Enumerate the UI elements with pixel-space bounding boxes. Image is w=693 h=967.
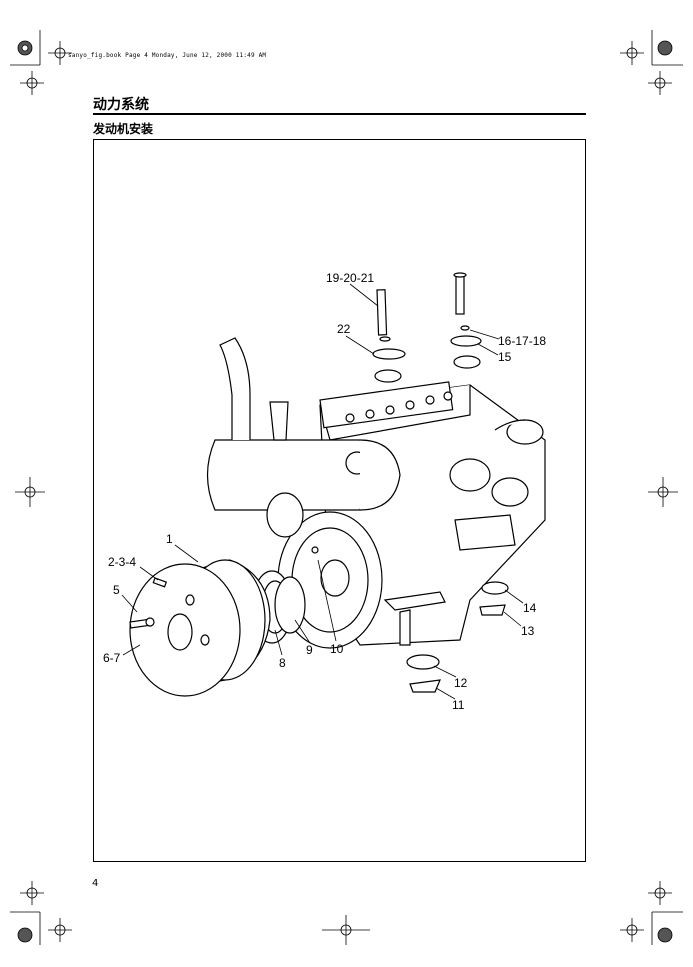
subsection-title: 发动机安装	[93, 122, 154, 136]
part-label: 16-17-18	[498, 334, 546, 348]
part-label: 1	[166, 532, 173, 546]
part-label: 22	[337, 322, 351, 336]
part-label: 9	[306, 643, 313, 657]
figure-frame	[93, 139, 586, 862]
title-rule	[93, 113, 586, 115]
part-label: 12	[454, 676, 468, 690]
page-number: 4	[92, 878, 99, 889]
part-label: 19-20-21	[326, 271, 374, 285]
engine-drawing	[129, 272, 546, 697]
part-labels: 1 2-3-4 5 6-7 8 9 10 11 12 13 14 15 16-1…	[103, 271, 546, 712]
part-label: 5	[113, 583, 120, 597]
part-label: 8	[279, 656, 286, 670]
print-header: sanyo_fig.book Page 4 Monday, June 12, 2…	[68, 52, 267, 59]
leader-lines	[121, 283, 524, 700]
part-label: 2-3-4	[108, 555, 136, 569]
part-label: 15	[498, 350, 512, 364]
part-label: 13	[521, 624, 535, 638]
section-title: 动力系统	[93, 97, 149, 113]
part-label: 14	[523, 601, 537, 615]
part-label: 6-7	[103, 651, 121, 665]
part-label: 11	[452, 698, 465, 712]
crop-marks	[10, 30, 683, 945]
part-label: 10	[330, 642, 344, 656]
